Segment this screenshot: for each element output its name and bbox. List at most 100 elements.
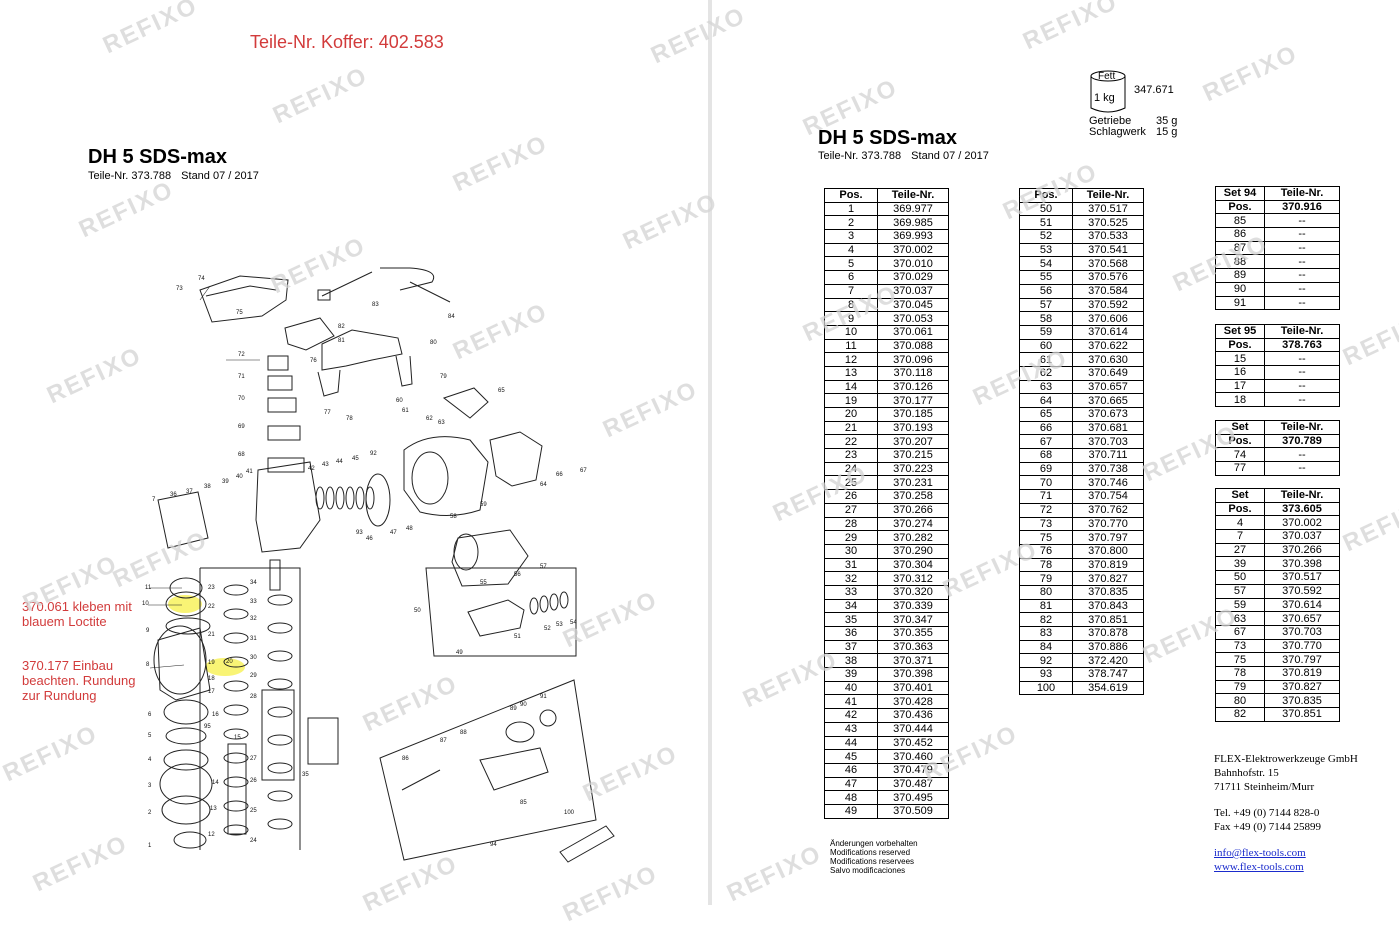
callout-number: 81 (338, 338, 345, 344)
fax: Fax +49 (0) 7144 25899 (1214, 821, 1322, 833)
part-number-cell: 370.592 (1072, 297, 1144, 313)
callout-number: 92 (370, 451, 377, 457)
pos-cell: 56 (1019, 283, 1073, 299)
part-number-cell: 370.827 (1264, 679, 1340, 695)
column-part (223, 752, 249, 764)
pos-cell: 14 (824, 379, 878, 395)
set-pos-header: Pos. (1215, 337, 1265, 353)
column-header-part-number: Teile-Nr. (877, 188, 949, 203)
column-part (267, 734, 293, 746)
column-part (267, 818, 293, 830)
part-number-label: Teile-Nr. 373.788 (818, 150, 902, 162)
stand-label: Stand 07 / 2017 (911, 150, 989, 162)
pos-cell: 11 (824, 338, 878, 354)
table-row: 87-- (1215, 240, 1340, 256)
motor-housing-part (411, 451, 449, 505)
column-part (173, 831, 207, 849)
part-number-cell: 370.193 (877, 420, 949, 436)
callout-number: 68 (238, 452, 245, 458)
pos-cell: 40 (824, 680, 878, 696)
highlight-mark (168, 595, 202, 613)
part-number-cell: 370.614 (1072, 324, 1144, 340)
part-number-cell: 370.878 (1072, 626, 1144, 641)
part-number-cell: 370.592 (1264, 583, 1340, 599)
callout-number: 30 (250, 655, 257, 661)
part-number-cell: 370.673 (1072, 407, 1144, 422)
callout-number: 94 (490, 842, 497, 848)
part-number-cell: -- (1264, 240, 1340, 256)
pos-cell: 33 (824, 584, 878, 600)
column-part (161, 795, 211, 825)
callout-number: 64 (540, 482, 547, 488)
pos-cell: 68 (1019, 448, 1073, 463)
callout-number: 82 (338, 324, 345, 330)
pos-cell: 47 (824, 776, 878, 792)
column-part (267, 650, 293, 662)
phone: Tel. +49 (0) 7144 828-0 (1214, 807, 1320, 819)
callout-number: 89 (510, 706, 517, 712)
pos-cell: 79 (1019, 571, 1073, 586)
part-number-cell: 370.363 (877, 639, 949, 655)
part-number-cell: -- (1264, 392, 1340, 408)
pos-cell: 80 (1215, 693, 1265, 708)
callout-number: 35 (302, 772, 309, 778)
callout-number: 15 (234, 735, 241, 741)
part-number-cell: 370.835 (1072, 584, 1144, 600)
part-number-cell: 370.037 (1264, 529, 1340, 544)
set-part-label: Teile-Nr. (1264, 420, 1340, 435)
part-number-cell: 370.266 (877, 502, 949, 518)
table-row: 15-- (1215, 351, 1340, 367)
column-part (267, 790, 293, 802)
gear-part (355, 486, 365, 510)
brush-holder-part (442, 387, 489, 419)
part-number-cell: 370.126 (877, 379, 949, 395)
column-part (165, 591, 207, 617)
website-link[interactable]: www.flex-tools.com (1214, 861, 1304, 873)
pos-cell: 82 (1215, 707, 1265, 722)
stator-part (451, 529, 529, 587)
large-gear-part (365, 473, 391, 527)
part-number-cell: 370.800 (1072, 543, 1144, 559)
leader-line (149, 664, 185, 669)
callout-number: 43 (322, 462, 329, 468)
column-part (153, 625, 207, 695)
callout-number: 47 (390, 530, 397, 536)
part-number-cell: -- (1264, 295, 1340, 311)
callout-number: 85 (520, 800, 527, 806)
callout-number: 86 (402, 756, 409, 762)
sleeve-part (307, 717, 339, 765)
part-number-cell: 370.819 (1072, 557, 1144, 573)
column-part (267, 622, 293, 634)
callout-number: 36 (170, 492, 177, 498)
part-number-cell: 370.444 (877, 721, 949, 737)
part-number-cell: 370.061 (877, 324, 949, 340)
part-number-cell: -- (1264, 227, 1340, 242)
armature-part (467, 599, 525, 637)
pos-cell: 52 (1019, 229, 1073, 244)
email-link[interactable]: info@flex-tools.com (1214, 847, 1306, 859)
pos-cell: 50 (1215, 570, 1265, 585)
set-part-label: Teile-Nr. (1264, 488, 1340, 503)
callout-number: 3 (148, 783, 152, 789)
